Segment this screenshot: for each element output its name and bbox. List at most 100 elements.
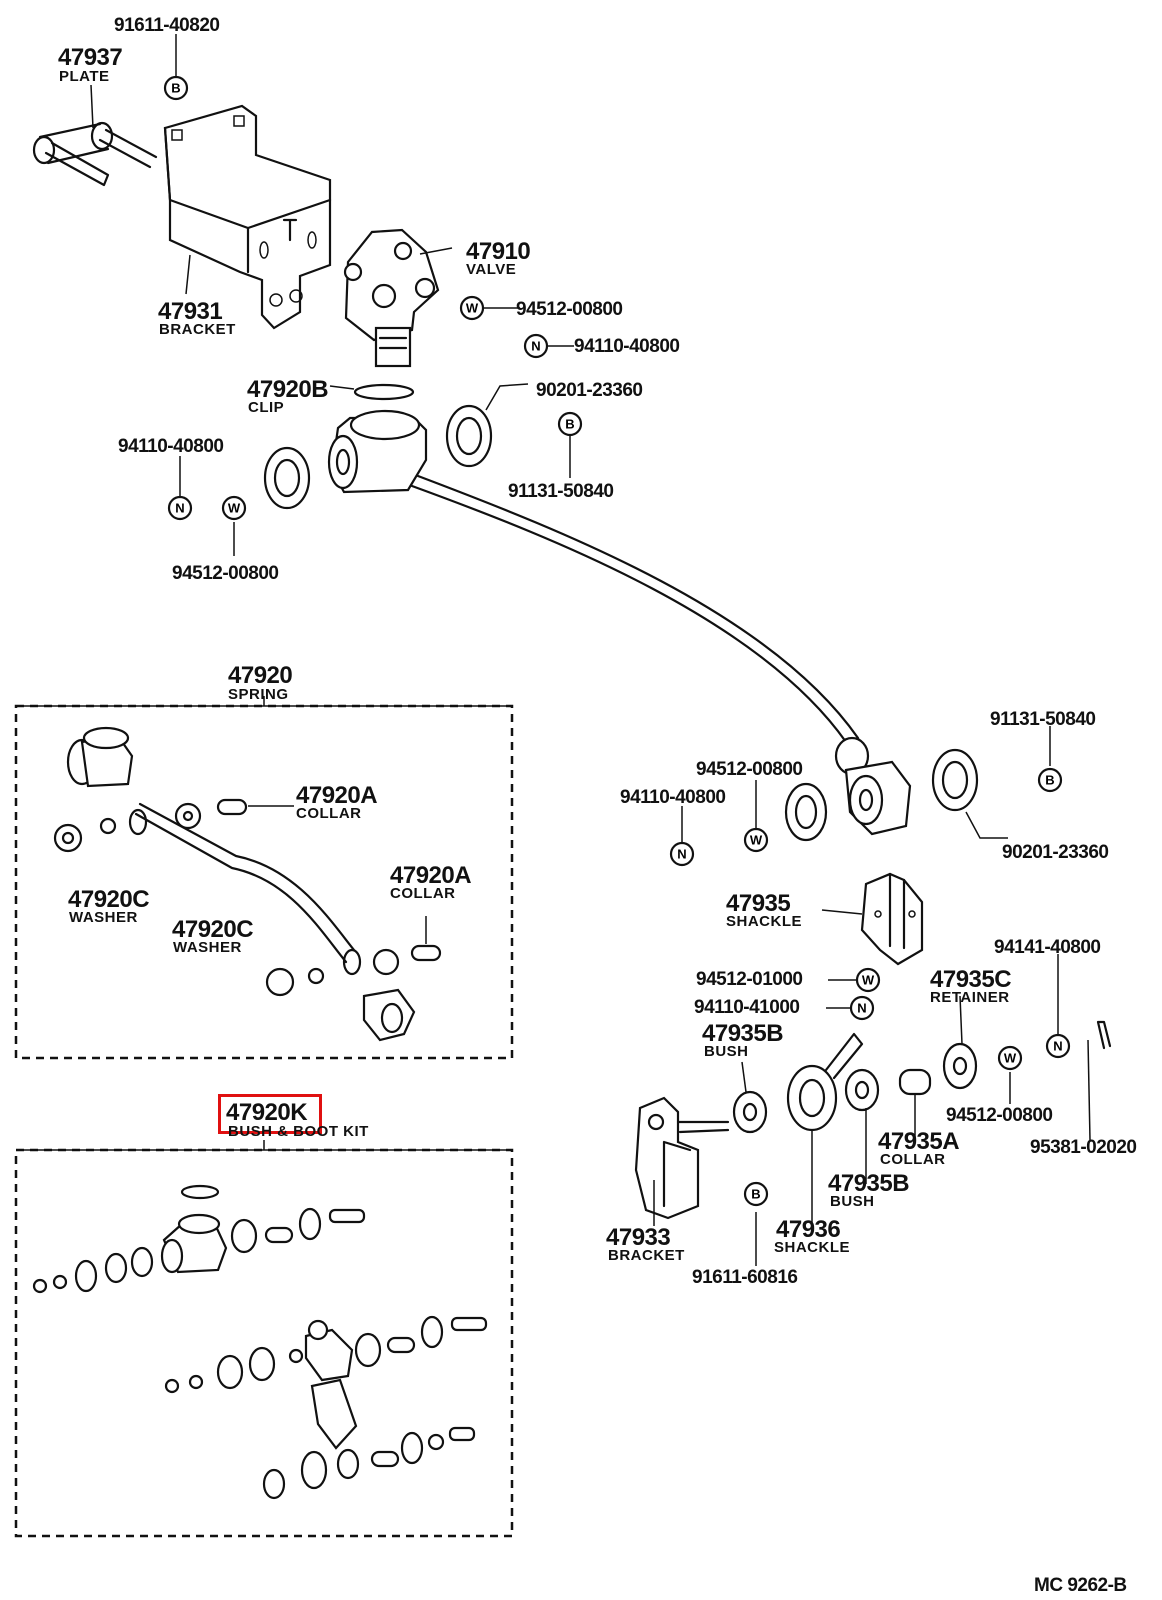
label-bush-a: BUSH <box>704 1043 749 1060</box>
nut-symbol-4: N <box>849 995 875 1021</box>
label-94110-40800-c: 94110-40800 <box>620 787 726 808</box>
label-90201-23360-b: 90201-23360 <box>1002 842 1109 863</box>
link-lower-end <box>834 736 912 836</box>
svg-text:N: N <box>857 1001 866 1016</box>
lower-seal-right <box>931 748 979 812</box>
label-94512-00800-d: 94512-00800 <box>946 1105 1053 1126</box>
diagram-code: MC 9262-B <box>1034 1575 1127 1596</box>
collar-47935A <box>898 1068 932 1096</box>
highlight-box-47920K <box>218 1094 322 1134</box>
label-47920B: 47920B <box>247 376 329 403</box>
svg-text:N: N <box>1053 1039 1062 1054</box>
label-47920K: 47920K <box>226 1099 308 1126</box>
label-94512-00800-a: 94512-00800 <box>516 299 623 320</box>
label-bracket-a: BRACKET <box>159 321 236 338</box>
label-47936: 47936 <box>776 1216 841 1243</box>
label-plate: PLATE <box>59 68 110 85</box>
valve-link-body <box>327 409 428 494</box>
link-rod <box>410 474 860 744</box>
label-47910: 47910 <box>466 238 531 265</box>
label-47935B-a: 47935B <box>702 1020 784 1047</box>
nut-symbol-3: N <box>669 841 695 867</box>
clip-ring <box>353 383 415 401</box>
label-94512-01000: 94512-01000 <box>696 969 803 990</box>
label-retainer: RETAINER <box>930 989 1010 1006</box>
label-94110-40800-a: 94110-40800 <box>574 336 680 357</box>
label-47935: 47935 <box>726 890 791 917</box>
label-washer-b: WASHER <box>173 939 242 956</box>
label-47920A-b: 47920A <box>390 862 472 889</box>
label-kit: BUSH & BOOT KIT <box>228 1123 369 1140</box>
label-94110-41000: 94110-41000 <box>694 997 800 1018</box>
bolt-symbol-3: B <box>1037 767 1063 793</box>
washer-symbol-1: W <box>459 295 485 321</box>
label-shackle-b: SHACKLE <box>774 1239 851 1256</box>
label-94512-00800-c: 94512-00800 <box>696 759 803 780</box>
nut-symbol-5: N <box>1045 1033 1071 1059</box>
washer-symbol-3: W <box>743 827 769 853</box>
label-collar-b: COLLAR <box>390 885 456 902</box>
label-47931: 47931 <box>158 298 223 325</box>
washer-symbol-2: W <box>221 495 247 521</box>
lower-seal-left <box>784 782 828 842</box>
spring-assembly-parts <box>53 726 442 1042</box>
bolt-symbol-4: B <box>743 1181 769 1207</box>
svg-text:W: W <box>750 833 763 848</box>
washer-symbol-5: W <box>997 1045 1023 1071</box>
label-47920: 47920 <box>228 662 293 689</box>
label-94110-40800-b: 94110-40800 <box>118 436 224 457</box>
shackle-47935 <box>860 872 924 966</box>
nut-symbol-1: N <box>523 333 549 359</box>
label-47937: 47937 <box>58 44 123 71</box>
svg-text:W: W <box>228 501 241 516</box>
label-bush-b: BUSH <box>830 1193 875 1210</box>
label-47933: 47933 <box>606 1224 671 1251</box>
spring-assembly-box <box>14 704 514 1060</box>
label-91611-60816: 91611-60816 <box>692 1267 798 1288</box>
label-collar-c: COLLAR <box>880 1151 946 1168</box>
label-91611-40820: 91611-40820 <box>114 15 220 36</box>
svg-text:N: N <box>677 847 686 862</box>
svg-text:B: B <box>1045 773 1054 788</box>
label-91131-50840-a: 91131-50840 <box>508 481 614 502</box>
label-47935B-b: 47935B <box>828 1170 910 1197</box>
label-95381-02020: 95381-02020 <box>1030 1137 1137 1158</box>
label-bracket-b: BRACKET <box>608 1247 685 1264</box>
label-47935C: 47935C <box>930 966 1012 993</box>
label-94141-40800: 94141-40800 <box>994 937 1101 958</box>
cotter-pin <box>1096 1020 1112 1050</box>
label-94512-00800-b: 94512-00800 <box>172 563 279 584</box>
bolt-symbol-1: B <box>163 75 189 101</box>
label-47920A-a: 47920A <box>296 782 378 809</box>
bracket-47931 <box>163 104 332 330</box>
svg-text:W: W <box>862 973 875 988</box>
svg-text:N: N <box>531 339 540 354</box>
bush-47935B-right <box>844 1068 880 1112</box>
label-91131-50840-b: 91131-50840 <box>990 709 1096 730</box>
nut-symbol-2: N <box>167 495 193 521</box>
kit-box <box>14 1148 514 1538</box>
svg-text:W: W <box>466 301 479 316</box>
bracket-47933 <box>634 1096 730 1220</box>
label-47920C-a: 47920C <box>68 886 150 913</box>
bolt-symbol-2: B <box>557 411 583 437</box>
label-valve: VALVE <box>466 261 517 278</box>
label-47935A: 47935A <box>878 1128 960 1155</box>
label-90201-23360-a: 90201-23360 <box>536 380 643 401</box>
svg-text:B: B <box>565 417 574 432</box>
washer-symbol-4: W <box>855 967 881 993</box>
plate-part <box>32 121 158 187</box>
label-collar-a: COLLAR <box>296 805 362 822</box>
retainer-47935C <box>942 1042 978 1090</box>
svg-text:B: B <box>751 1187 760 1202</box>
bush-47935B-left <box>732 1090 768 1134</box>
label-washer-a: WASHER <box>69 909 138 926</box>
kit-parts <box>32 1184 488 1500</box>
label-clip: CLIP <box>248 399 285 416</box>
svg-text:W: W <box>1004 1051 1017 1066</box>
svg-text:N: N <box>175 501 184 516</box>
label-spring: SPRING <box>228 686 289 703</box>
upper-seal-right <box>445 404 493 468</box>
label-47920C-b: 47920C <box>172 916 254 943</box>
